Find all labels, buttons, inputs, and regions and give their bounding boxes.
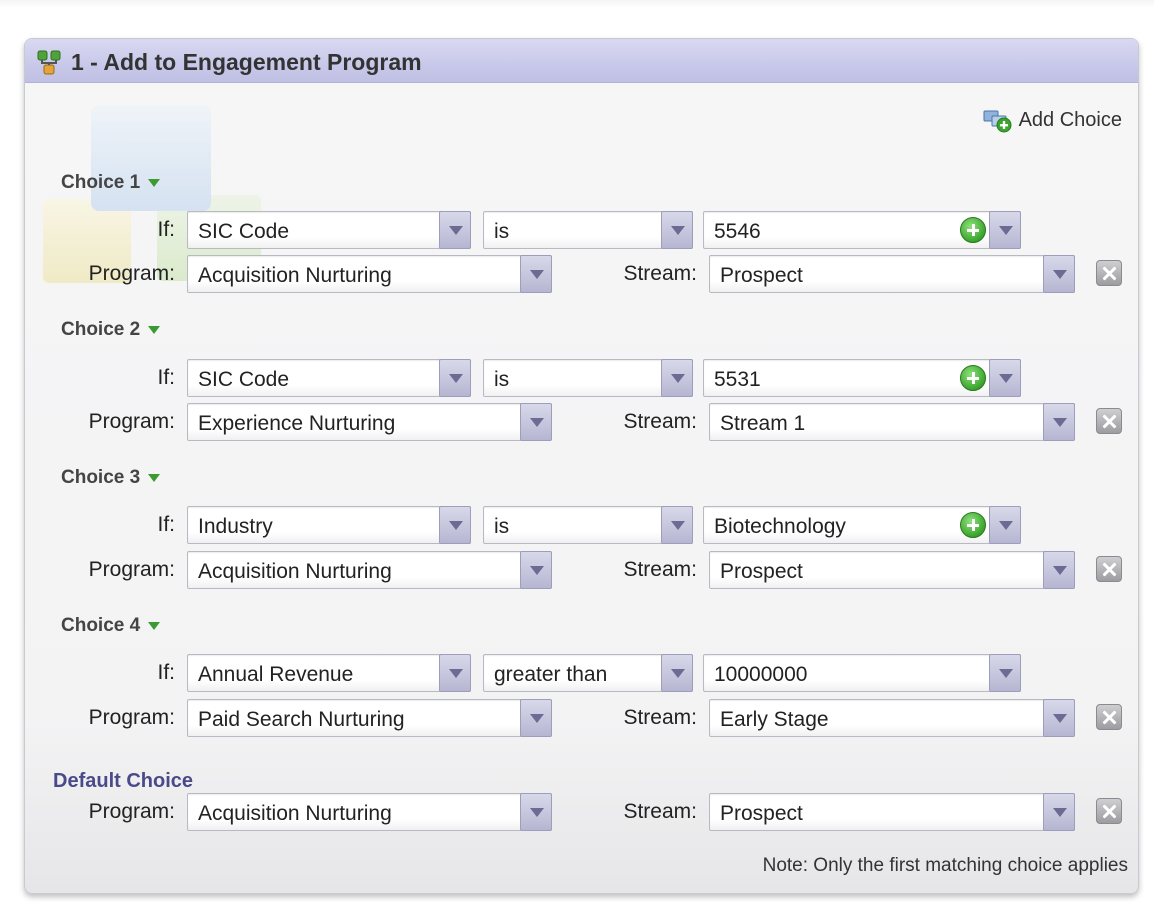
plus-circle-icon[interactable] [960, 217, 986, 243]
delete-icon[interactable] [1096, 704, 1122, 730]
choice-1-label[interactable]: Choice 1 [61, 172, 161, 194]
default-program-label: Program: [88, 800, 175, 823]
choice-3-stream-select[interactable]: Prospect [709, 551, 1075, 589]
choice-3-if-label: If: [157, 513, 175, 536]
plus-circle-icon[interactable] [960, 365, 986, 391]
choice-3-operator-select[interactable]: is [483, 506, 693, 544]
chevron-down-icon[interactable] [520, 255, 552, 293]
flow-tree-icon [37, 50, 61, 75]
chevron-down-icon[interactable] [661, 211, 693, 249]
chevron-down-icon[interactable] [661, 359, 693, 397]
chevron-down-icon[interactable] [989, 654, 1021, 692]
choice-2-label[interactable]: Choice 2 [61, 319, 161, 341]
choice-2-operator-select[interactable]: is [483, 359, 693, 397]
choice-2-field-select[interactable]: SIC Code [187, 359, 471, 397]
chevron-down-icon[interactable] [1043, 403, 1075, 441]
choice-2-if-label: If: [157, 366, 175, 389]
choice-4-label[interactable]: Choice 4 [61, 615, 161, 637]
choice-4-operator-select[interactable]: greater than [483, 654, 693, 692]
default-stream-select[interactable]: Prospect [709, 793, 1075, 831]
chevron-down-icon[interactable] [520, 551, 552, 589]
add-choice-button[interactable]: Add Choice [983, 105, 1122, 135]
chevron-down-icon[interactable] [1043, 551, 1075, 589]
choice-4-field-select[interactable]: Annual Revenue [187, 654, 471, 692]
chevron-down-icon[interactable] [1043, 699, 1075, 737]
choice-3-stream-label: Stream: [623, 558, 697, 581]
choice-3-program-select[interactable]: Acquisition Nurturing [187, 551, 552, 589]
choice-4-program-select[interactable]: Paid Search Nurturing [187, 699, 552, 737]
add-choice-label: Add Choice [1018, 108, 1122, 131]
choice-4-stream-label: Stream: [623, 706, 697, 729]
choice-1-field-select[interactable]: SIC Code [187, 211, 471, 249]
choice-1-program-select[interactable]: Acquisition Nurturing [187, 255, 552, 293]
chevron-down-icon[interactable] [1043, 255, 1075, 293]
choice-4-value-select[interactable]: 10000000 [703, 654, 1021, 692]
chevron-down-icon[interactable] [989, 211, 1021, 249]
choice-4-title: Choice 4 [61, 615, 141, 636]
choice-2-stream-label: Stream: [623, 410, 697, 433]
choice-2-program-select[interactable]: Experience Nurturing [187, 403, 552, 441]
footer-note: Note: Only the first matching choice app… [762, 855, 1128, 876]
delete-icon[interactable] [1096, 260, 1122, 286]
panel-header: 1 - Add to Engagement Program [25, 39, 1138, 83]
choice-1-stream-label: Stream: [623, 262, 697, 285]
choice-3-field-select[interactable]: Industry [187, 506, 471, 544]
choice-3-program-label: Program: [88, 558, 175, 581]
choice-3-title: Choice 3 [61, 467, 141, 488]
choice-1-operator-select[interactable]: is [483, 211, 693, 249]
chevron-down-icon[interactable] [989, 359, 1021, 397]
chevron-down-icon[interactable] [1043, 793, 1075, 831]
choice-2-program-label: Program: [88, 410, 175, 433]
chevron-down-icon[interactable] [439, 654, 471, 692]
choice-2-title: Choice 2 [61, 319, 141, 340]
chevron-down-icon[interactable] [439, 506, 471, 544]
panel-title: 1 - Add to Engagement Program [71, 49, 422, 75]
choice-4-stream-select[interactable]: Early Stage [709, 699, 1075, 737]
choice-4-if-label: If: [157, 661, 175, 684]
chevron-down-icon[interactable] [439, 359, 471, 397]
triangle-down-icon[interactable] [148, 622, 161, 630]
choice-1-program-label: Program: [88, 262, 175, 285]
plus-circle-icon[interactable] [960, 512, 986, 538]
choice-4-program-label: Program: [88, 706, 175, 729]
choice-2-stream-select[interactable]: Stream 1 [709, 403, 1075, 441]
top-divider [0, 0, 1154, 8]
triangle-down-icon[interactable] [148, 326, 161, 334]
delete-icon[interactable] [1096, 798, 1122, 824]
default-stream-label: Stream: [623, 800, 697, 823]
choice-1-title: Choice 1 [61, 172, 141, 193]
delete-icon[interactable] [1096, 556, 1122, 582]
chevron-down-icon[interactable] [520, 793, 552, 831]
chevron-down-icon[interactable] [661, 654, 693, 692]
choice-1-if-label: If: [157, 218, 175, 241]
choice-1-stream-select[interactable]: Prospect [709, 255, 1075, 293]
default-choice-label: Default Choice [53, 770, 194, 792]
flow-step-panel: 1 - Add to Engagement Program Add Choice [24, 38, 1139, 894]
triangle-down-icon[interactable] [148, 179, 161, 187]
chevron-down-icon[interactable] [520, 699, 552, 737]
delete-icon[interactable] [1096, 408, 1122, 434]
default-program-select[interactable]: Acquisition Nurturing [187, 793, 552, 831]
add-choice-icon [983, 110, 1012, 133]
choice-3-label[interactable]: Choice 3 [61, 467, 161, 489]
chevron-down-icon[interactable] [989, 506, 1021, 544]
chevron-down-icon[interactable] [520, 403, 552, 441]
chevron-down-icon[interactable] [661, 506, 693, 544]
chevron-down-icon[interactable] [439, 211, 471, 249]
triangle-down-icon[interactable] [148, 474, 161, 482]
